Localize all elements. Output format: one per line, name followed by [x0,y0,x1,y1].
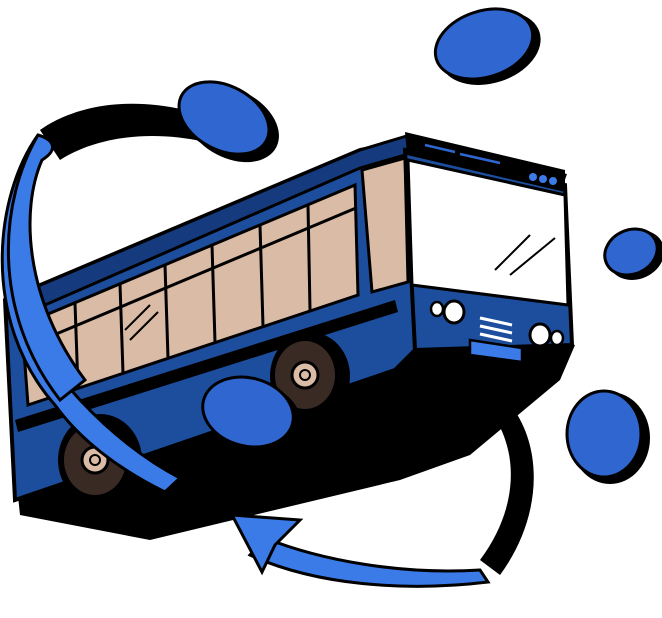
headlight-icon [528,322,565,348]
circular-arrow-head [229,513,304,576]
coin-icon [603,227,662,280]
window-dividers [29,204,357,389]
destination-sign-lines [424,143,501,165]
front-indicator-lights [529,173,557,185]
circular-arrow-bottom-arc [247,536,491,588]
front-grille [479,316,513,343]
license-plate [468,338,524,364]
bus-front-header [405,132,565,192]
bus-windshield [406,158,570,307]
window-glare [124,304,159,341]
wheel-icon [270,332,350,420]
coin-icon [177,80,279,163]
coin-icon [565,389,650,484]
bus-door-panel [360,156,410,294]
circular-arrow-lower-band [470,385,534,575]
windshield-glare [494,234,556,276]
circular-arrow-left-arc-top [6,133,88,403]
headlight-icon [429,299,466,325]
bus-side-windows [20,182,360,408]
coin-icon [201,375,302,455]
coin-icon [433,7,541,85]
